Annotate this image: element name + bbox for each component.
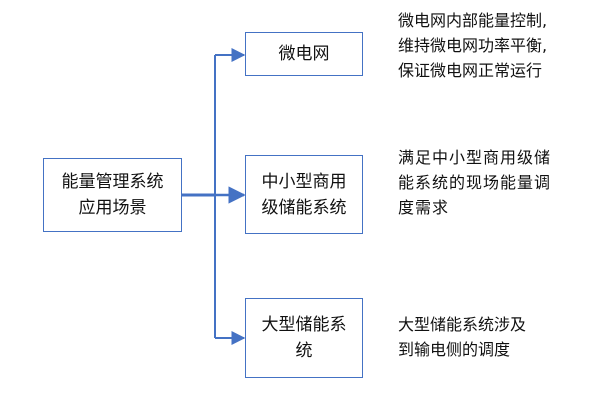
description-microgrid: 微电网内部能量控制, 维持微电网功率平衡, 保证微电网正常运行 <box>398 11 548 80</box>
branch-node-label: 微电网 <box>279 41 330 67</box>
branch-node-1-line-1: 微电网 <box>278 44 330 64</box>
description-large-storage: 大型储能系统涉及 到输电侧的调度 <box>398 315 527 359</box>
branch-node-label: 大型储能系 统 <box>262 312 347 364</box>
branch-node-label: 中小型商用 级储能系统 <box>262 169 347 221</box>
root-node-box: 能量管理系统 应用场景 <box>43 158 182 232</box>
branch-node-2-line-1: 中小型商用 <box>261 171 347 192</box>
branch-node-3-line-2: 统 <box>295 341 313 361</box>
description-commercial-storage: 满足中小型商用级储 能系统的现场能量调 度需求 <box>398 148 552 217</box>
branch-node-2-line-2: 级储能系统 <box>261 197 347 218</box>
branch-node-microgrid: 微电网 <box>245 32 363 76</box>
branch-node-commercial-storage: 中小型商用 级储能系统 <box>245 155 363 234</box>
root-node-line-2: 应用场景 <box>78 198 147 218</box>
branch-node-large-storage: 大型储能系 统 <box>245 298 363 378</box>
root-node-line-1: 能量管理系统 <box>61 172 164 192</box>
root-node-label: 能量管理系统 应用场景 <box>62 169 164 221</box>
branch-node-3-line-1: 大型储能系 <box>261 315 347 335</box>
